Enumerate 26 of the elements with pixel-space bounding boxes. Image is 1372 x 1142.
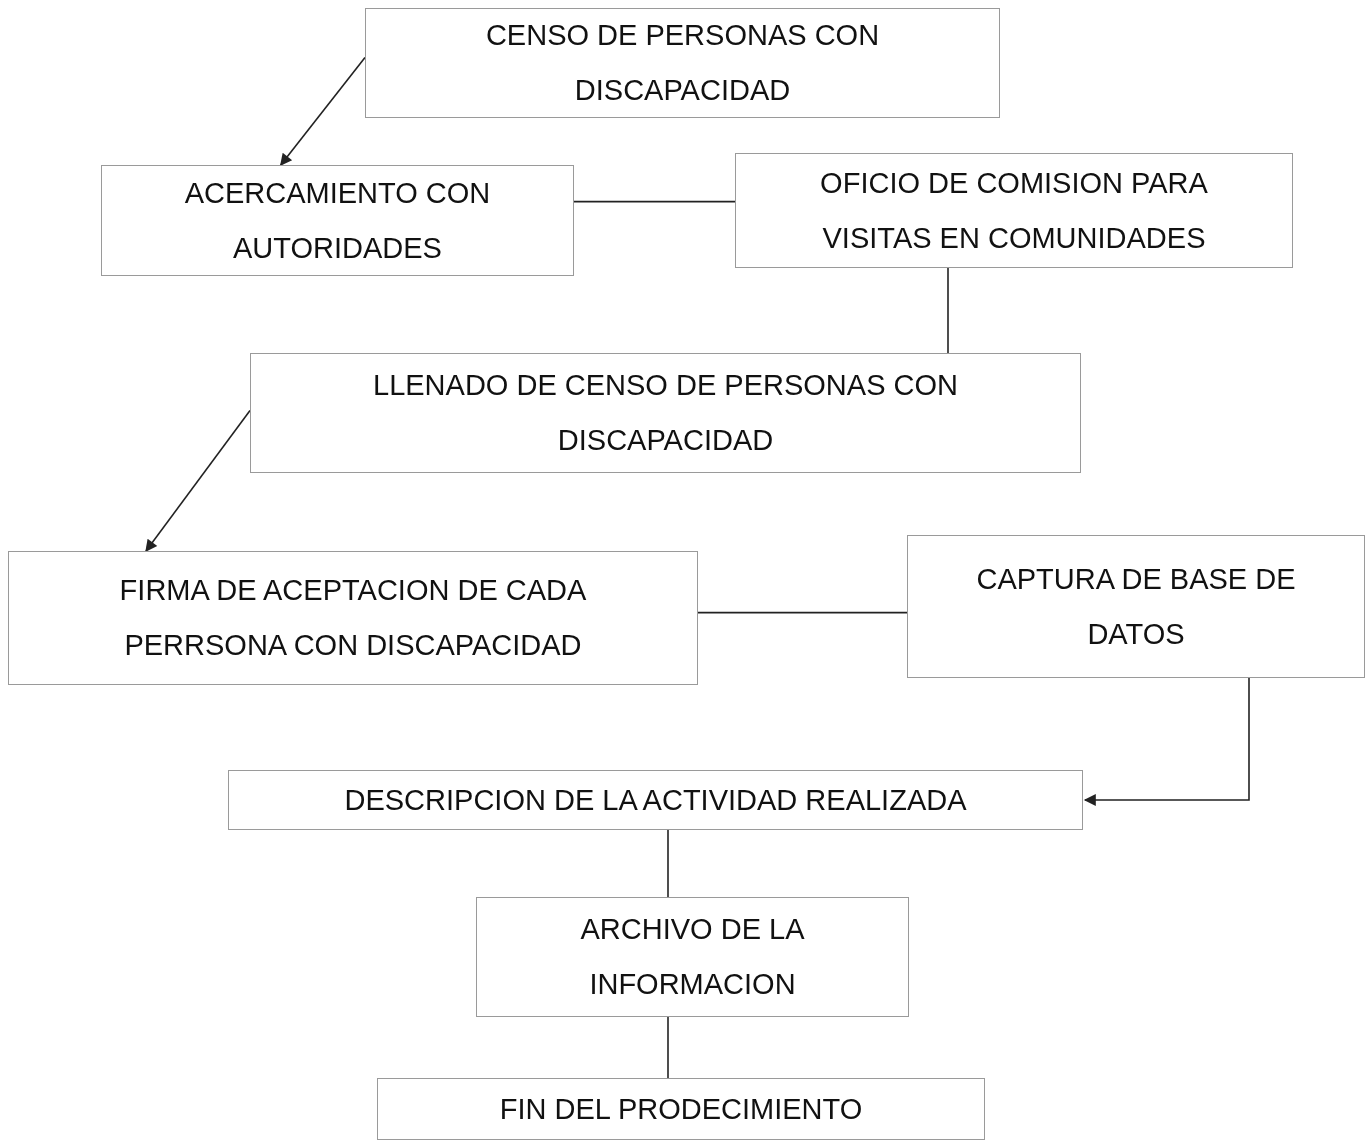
step-label: CAPTURA DE BASE DE DATOS <box>975 561 1297 652</box>
process-box <box>377 1078 985 1140</box>
step-label: OFICIO DE COMISION PARA VISITAS EN COMUNIDADES <box>819 165 1209 256</box>
process-box <box>228 770 1083 830</box>
process-box <box>476 897 909 1017</box>
process-box <box>735 153 1293 268</box>
arrow <box>145 409 251 552</box>
step-label: FIRMA DE ACEPTACION DE CADA PERRSONA CON DISCAPACIDAD <box>118 573 588 663</box>
connector-line <box>667 1016 669 1079</box>
process-box <box>365 8 1000 118</box>
connector-line <box>947 267 949 354</box>
connector-line <box>573 200 736 203</box>
step-label: ACERCAMIENTO CON AUTORIDADES <box>183 175 492 266</box>
process-box <box>907 535 1365 678</box>
connector-line <box>667 829 669 898</box>
arrow <box>1083 677 1250 806</box>
step-label: DESCRIPCION DE LA ACTIVIDAD REALIZADA <box>344 782 967 818</box>
arrow <box>279 56 366 166</box>
step-label: LLENADO DE CENSO DE PERSONAS CON DISCAPACIDAD <box>372 368 959 458</box>
step-label: ARCHIVO DE LA INFORMACION <box>579 912 806 1002</box>
process-box <box>250 353 1081 473</box>
step-label: CENSO DE PERSONAS CON DISCAPACIDAD <box>484 18 881 108</box>
process-box <box>8 551 698 685</box>
connector-line <box>697 611 908 614</box>
step-label: FIN DEL PRODECIMIENTO <box>499 1091 863 1127</box>
process-box <box>101 165 574 276</box>
